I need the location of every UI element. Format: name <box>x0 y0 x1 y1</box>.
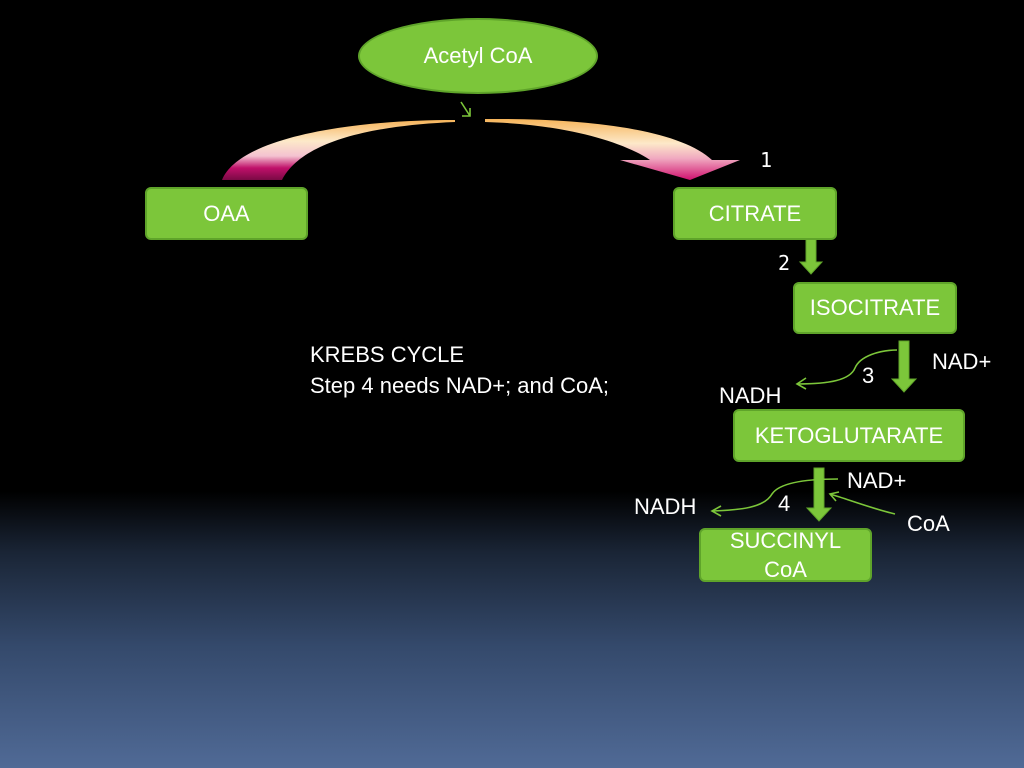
step-4-nad-plus-label: NAD+ <box>847 468 907 493</box>
isocitrate-node: ISOCITRATE <box>793 282 957 334</box>
step-3-nadh-curve <box>796 349 898 385</box>
citrate-node: CITRATE <box>673 187 837 240</box>
acetyl-coa-node: Acetyl CoA <box>358 18 598 94</box>
step-2-label: 2 <box>778 251 791 275</box>
step-4-coa-arrowhead <box>828 491 840 502</box>
note-body: Step 4 needs NAD+; and CoA; <box>310 373 610 398</box>
step-3-nad-plus-label: NAD+ <box>932 349 992 374</box>
oaa-node: OAA <box>145 187 308 240</box>
step-3-nadh-arrowhead <box>795 377 807 390</box>
step-2-arrow <box>798 237 824 275</box>
succinyl-coa-line2: CoA <box>764 557 807 582</box>
krebs-cycle-note: KREBS CYCLE Step 4 needs NAD+; and CoA; <box>310 339 609 401</box>
step-4-label: 4 <box>778 491 791 516</box>
step-4-coa-curve <box>829 493 896 515</box>
step-4-coa-label: CoA <box>907 511 950 536</box>
step-3-nadh-label: NADH <box>719 383 782 408</box>
acetyl-entry-arrow <box>460 101 471 117</box>
oaa-to-citrate-arc-right <box>485 118 740 180</box>
step-4-nadh-curve <box>711 478 839 512</box>
ketoglutarate-node: KETOGLUTARATE <box>733 409 965 462</box>
oaa-to-citrate-arc-left <box>222 120 455 180</box>
note-title: KREBS CYCLE <box>310 342 465 367</box>
step-3-label: 3 <box>862 363 875 388</box>
step-4-nadh-arrowhead <box>710 505 722 517</box>
step-4-arrow <box>805 467 833 522</box>
step-4-nadh-label: NADH <box>634 494 697 519</box>
step-1-label: 1 <box>760 148 773 172</box>
succinyl-coa-node: SUCCINYL CoA <box>699 528 872 582</box>
step-3-arrow <box>890 340 918 393</box>
succinyl-coa-line1: SUCCINYL <box>729 528 842 553</box>
